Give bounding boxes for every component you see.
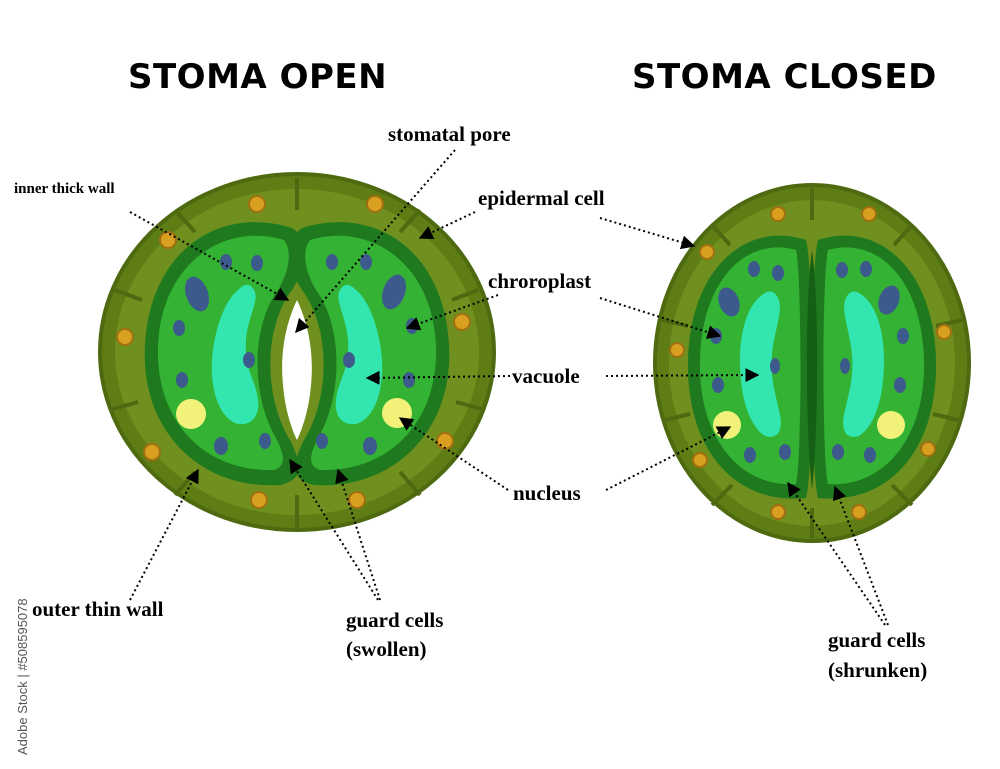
label-guard-cells-swollen-line1: guard cells — [346, 608, 443, 632]
label-outer-thin-wall: outer thin wall — [32, 597, 164, 621]
label-guard-cells-shrunken-line2: (shrunken) — [828, 658, 927, 682]
label-chloroplast: chroroplast — [488, 269, 591, 293]
open-stomatal-pore — [282, 300, 312, 440]
closed-stoma — [653, 183, 971, 543]
watermark-text: Adobe Stock | #508595078 — [15, 598, 30, 755]
open-stoma — [98, 172, 496, 532]
closed-stomatal-pore — [806, 250, 818, 490]
label-inner-thick-wall: inner thick wall — [14, 181, 115, 197]
label-vacuole: vacuole — [512, 364, 580, 388]
title-stoma-open: STOMA OPEN — [128, 57, 387, 97]
title-stoma-closed: STOMA CLOSED — [632, 57, 937, 97]
label-nucleus: nucleus — [513, 481, 581, 505]
leader-lines — [129, 149, 889, 626]
closed-guard-cell-right — [812, 235, 937, 499]
label-guard-cells-shrunken-line1: guard cells — [828, 628, 925, 652]
label-stomatal-pore: stomatal pore — [388, 122, 511, 146]
open-guard-cell-left — [144, 222, 305, 486]
label-epidermal-cell: epidermal cell — [478, 186, 605, 210]
label-guard-cells-swollen-line2: (swollen) — [346, 637, 427, 661]
closed-guard-cell-left — [687, 235, 812, 499]
